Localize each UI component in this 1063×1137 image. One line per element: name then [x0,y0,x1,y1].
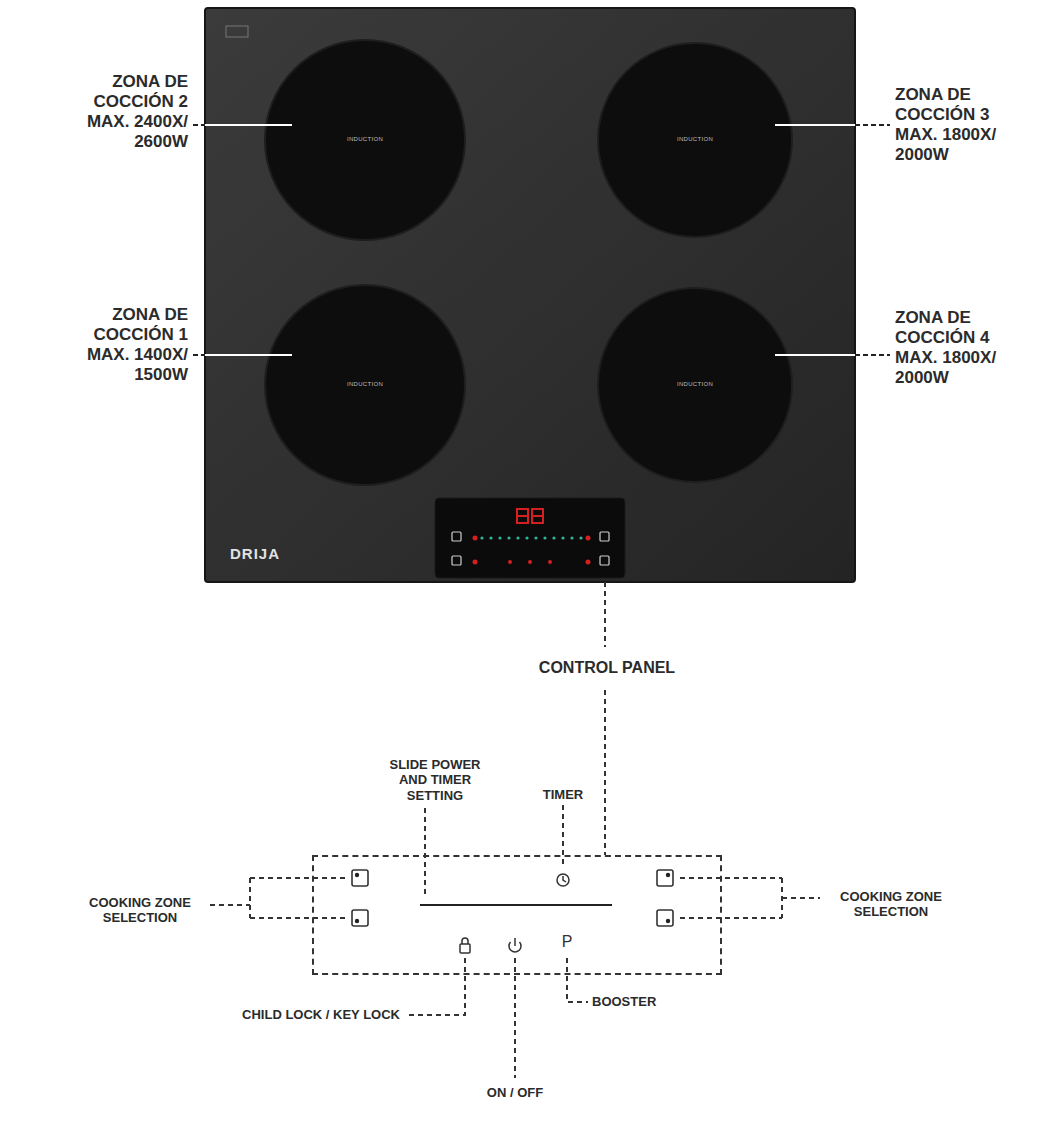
zone-callout: ZONA DE COCCIÓN 2 MAX. 2400X/ 2600W [58,72,188,152]
slider-dot [507,536,510,539]
control-callout-wrap: COOKING ZONE SELECTION [75,895,205,926]
control-callout: CHILD LOCK / KEY LOCK [160,1007,400,1022]
zone-callout: ZONA DE COCCIÓN 3 MAX. 1800X/ 2000W [895,85,1025,165]
control-callout: SLIDE POWER AND TIMER SETTING [380,757,490,803]
control-callout: TIMER [523,787,603,802]
zone-label: INDUCTION [677,381,713,388]
cooking-zone: INDUCTION [265,285,465,485]
zone-callout: ZONA DE COCCIÓN 4 MAX. 1800X/ 2000W [895,308,1025,388]
slider-dot [525,536,528,539]
slider-dot [570,536,573,539]
hob-body: DRIJA INDUCTION INDUCTION INDUCTION INDUCTIO… [205,8,855,582]
zone-label: INDUCTION [347,381,383,388]
slider-dot [498,536,501,539]
control-callout: COOKING ZONE SELECTION [75,895,205,926]
panel-heading-wrap: CONTROL PANEL [527,647,687,690]
slider-dot [480,536,483,539]
zone-callout-wrap: ZONA DE COCCIÓN 4 MAX. 1800X/ 2000W [895,308,1025,388]
zone-callout-wrap: ZONA DE COCCIÓN 2 MAX. 2400X/ 2600W [58,72,188,152]
cooking-zone: INDUCTION [598,288,792,482]
slider-dot [552,536,555,539]
booster-key-symbol: P [552,933,582,952]
control-callout-wrap: COOKING ZONE SELECTION [826,889,956,920]
zone-callout: ZONA DE COCCIÓN 1 MAX. 1400X/ 1500W [58,305,188,385]
brand-logo: DRIJA [230,545,280,563]
zone-callout-wrap: ZONA DE COCCIÓN 3 MAX. 1800X/ 2000W [895,85,1025,165]
slider-dot [561,536,564,539]
brand-logo-wrap: DRIJA [230,545,320,563]
slider-dot [543,536,546,539]
control-callout-wrap: SLIDE POWER AND TIMER SETTING [380,757,490,803]
control-callout-wrap: CHILD LOCK / KEY LOCK [160,1007,400,1022]
zone-label: INDUCTION [347,136,383,143]
control-panel-box: CONTROL PANEL [312,855,722,975]
control-callout-wrap: TIMER [523,787,603,802]
slider-dot [489,536,492,539]
slider-dot [579,536,582,539]
cooking-zone: INDUCTION [598,43,792,237]
zone-label: INDUCTION [677,136,713,143]
booster-key-symbol-wrap: P [552,933,582,952]
control-callout-wrap: ON / OFF [465,1085,565,1100]
zone-callout-wrap: ZONA DE COCCIÓN 1 MAX. 1400X/ 1500W [58,305,188,385]
slider-dot [516,536,519,539]
control-callout-wrap: BOOSTER [592,994,702,1009]
panel-heading: CONTROL PANEL [533,647,681,690]
slider-dot [534,536,537,539]
control-callout: COOKING ZONE SELECTION [826,889,956,920]
dashed-connector [604,582,606,855]
cooking-zone: INDUCTION [265,40,465,240]
control-callout: BOOSTER [592,994,702,1009]
control-callout: ON / OFF [465,1085,565,1100]
